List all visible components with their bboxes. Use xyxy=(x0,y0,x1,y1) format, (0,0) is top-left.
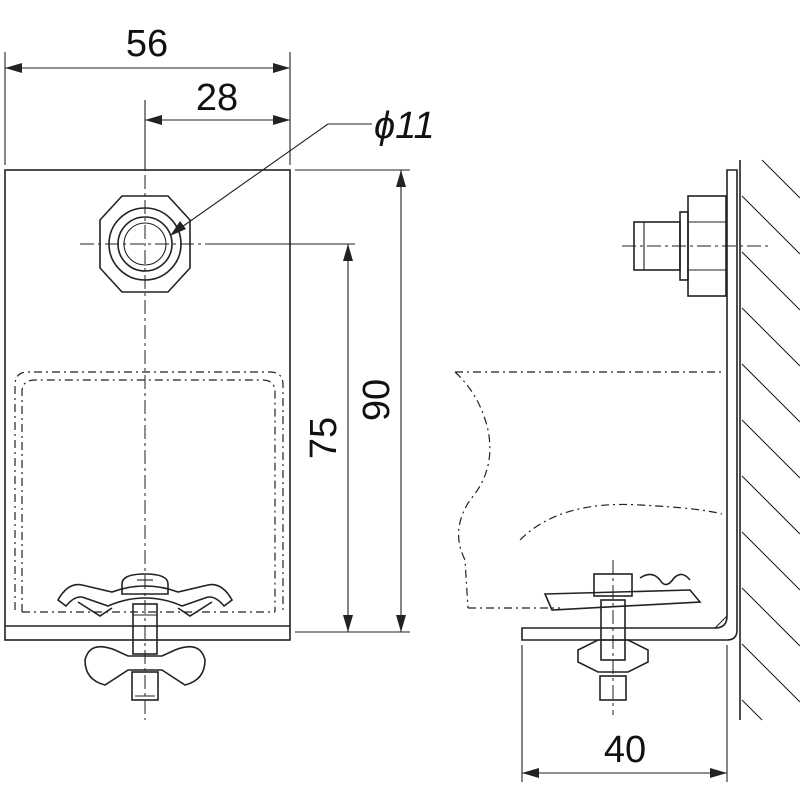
dim-hole-diameter: ϕ11 xyxy=(374,105,435,147)
bolt-end xyxy=(131,671,159,701)
dimension-75: 75 xyxy=(205,243,410,633)
dimension-90: 90 xyxy=(295,169,410,632)
side-view xyxy=(454,159,800,721)
dim-overall-height: 90 xyxy=(356,379,398,421)
front-hidden-channel xyxy=(14,371,284,610)
side-clip-spring xyxy=(639,573,691,586)
bracket-inner-fold xyxy=(714,615,728,629)
dim-hole-to-bottom: 75 xyxy=(303,417,345,459)
screw-head xyxy=(121,573,169,595)
spring-clip-feet xyxy=(77,601,213,617)
side-wing-nut xyxy=(577,639,649,673)
dimension-28: 28 xyxy=(144,77,290,170)
wing-nut xyxy=(84,645,206,686)
dim-foot-length: 40 xyxy=(604,729,646,771)
hex-nut xyxy=(99,195,191,293)
side-clip xyxy=(543,589,702,611)
dimension-phi11: ϕ11 xyxy=(170,105,435,236)
dim-hole-offset: 28 xyxy=(196,77,238,119)
wall-hatching xyxy=(741,159,800,721)
bolt-shank xyxy=(132,603,158,655)
side-hidden-pipe xyxy=(454,371,722,609)
dimension-40: 40 xyxy=(521,645,728,782)
front-view xyxy=(4,100,291,720)
front-plate-outline xyxy=(4,169,291,641)
front-hidden-channel-inner xyxy=(21,379,276,612)
l-bracket xyxy=(521,169,738,641)
side-bolt xyxy=(600,599,626,661)
side-hidden-pipe-lower xyxy=(519,503,723,541)
dimension-56: 56 xyxy=(4,23,291,165)
dim-overall-width: 56 xyxy=(126,23,168,65)
side-bolt-end xyxy=(599,675,627,701)
